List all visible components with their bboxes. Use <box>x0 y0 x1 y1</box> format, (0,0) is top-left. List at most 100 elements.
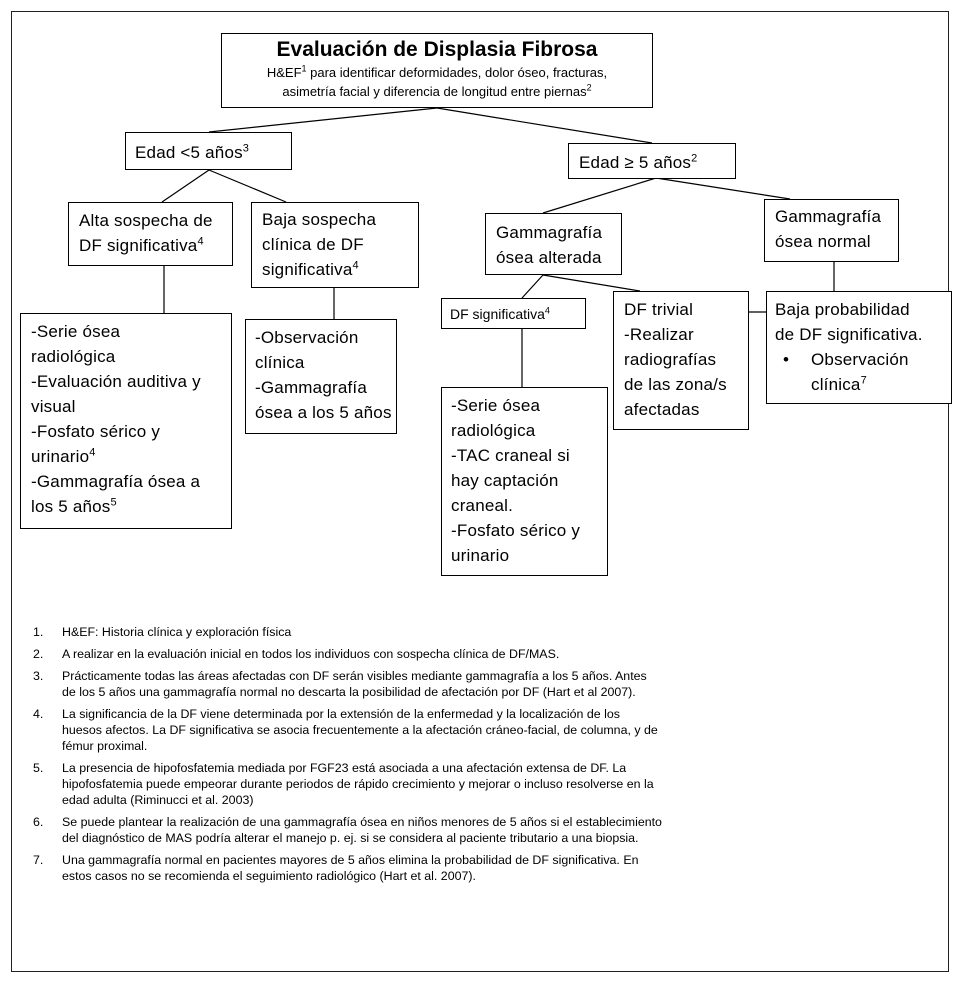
footnote-text: Una gammagrafía normal en pacientes mayo… <box>62 853 639 883</box>
alta-act-line-1: -Serie ósea <box>31 322 121 341</box>
sig-act-line-4: hay captación <box>451 471 559 490</box>
baja-line-3-wrap: significativa4 <box>262 257 418 282</box>
footnote-text: Prácticamente todas las áreas afectadas … <box>62 669 647 699</box>
bajaprob-line-4-wrap: clínica7 <box>775 372 951 397</box>
bajaprob-bullet-row: • Observación <box>775 347 951 372</box>
connector-ge5-to-gamma-alt <box>542 177 657 214</box>
baja-line-2: clínica de DF <box>262 235 364 254</box>
footnote-item: 1. H&EF: Historia clínica y exploración f… <box>33 624 663 640</box>
sig-act-line-2: radiológica <box>451 421 536 440</box>
node-baja-probabilidad: Baja probabilidad de DF significativa. •… <box>766 291 952 404</box>
baja-act-line-2: clínica <box>255 353 305 372</box>
node-alta-actions: -Serie ósea radiológica -Evaluación audi… <box>20 313 232 529</box>
node-alta-sospecha: Alta sospecha de DF significativa4 <box>68 202 233 266</box>
node-gamma-normal: Gammagrafía ósea normal <box>764 199 899 262</box>
alta-act-line-8-wrap: los 5 años5 <box>31 494 231 519</box>
alta-act-line-4: visual <box>31 397 76 416</box>
connector-title-to-ages <box>208 107 438 133</box>
trivial-line-5: afectadas <box>624 400 700 419</box>
alta-act-line-7: -Gammagrafía ósea a <box>31 472 201 491</box>
node-df-significativa: DF significativa4 <box>441 298 586 329</box>
footnote-item: 5. La presencia de hipofosfatemia mediada… <box>33 760 663 808</box>
trivial-line-4: de las zona/s <box>624 375 727 394</box>
subtitle-text-2: para identificar deformidades, dolor óse… <box>306 65 608 80</box>
alta-act-line-5: -Fosfato sérico y <box>31 422 161 441</box>
alta-line-2: DF significativa <box>79 236 198 255</box>
connector-lt5-to-baja <box>208 169 287 203</box>
subtitle-text-3: asimetría facial y diferencia de longitu… <box>282 84 587 99</box>
sig-act-line-5: craneal. <box>451 496 514 515</box>
alta-act-sup-6: 4 <box>89 446 96 459</box>
alta-act-line-8: los 5 años <box>31 497 111 516</box>
node-baja-actions: -Observación clínica -Gammagrafía ósea a… <box>245 319 397 434</box>
sig-act-line-3: -TAC craneal si <box>451 446 570 465</box>
node-baja-sospecha: Baja sospecha clínica de DF significativ… <box>251 202 419 288</box>
footnote-number: 5. <box>33 761 44 775</box>
node-age-ge5: Edad ≥ 5 años2 <box>568 143 736 179</box>
alta-sup: 4 <box>197 235 204 248</box>
baja-sup: 4 <box>352 259 359 272</box>
footnote-text: H&EF: Historia clínica y exploración fís… <box>62 625 292 639</box>
trivial-line-1: DF trivial <box>624 300 694 319</box>
df-sig-label: DF significativa <box>450 306 545 322</box>
connector-gamma-alt-to-sig <box>521 274 544 299</box>
gamma-norm-line-1: Gammagrafía <box>775 207 882 226</box>
sig-act-line-1: -Serie ósea <box>451 396 541 415</box>
alta-act-sup-8: 5 <box>110 496 117 509</box>
sig-act-line-7: urinario <box>451 546 510 565</box>
alta-line-1: Alta sospecha de <box>79 211 213 230</box>
bajaprob-line-2: de DF significativa. <box>775 325 923 344</box>
age-lt5-label: Edad <5 años <box>135 143 243 162</box>
footnotes-list: 1. H&EF: Historia clínica y exploración f… <box>33 624 663 890</box>
gamma-alt-line-1: Gammagrafía <box>496 223 603 242</box>
connector-lt5-to-alta <box>161 169 210 203</box>
footnote-item: 3.Prácticamente todas las áreas afectada… <box>33 668 663 700</box>
subtitle-sup-2: 2 <box>586 82 592 93</box>
baja-act-line-1: -Observación <box>255 328 359 347</box>
connector-ge5-to-gamma-norm <box>655 177 791 200</box>
footnote-number: 1. <box>33 625 44 639</box>
diagram-title: Evaluación de Displasia Fibrosa <box>276 38 598 61</box>
bullet-icon: • <box>783 350 790 369</box>
alta-act-line-6: urinario <box>31 447 90 466</box>
subtitle-text-1: H&EF <box>266 65 302 80</box>
diagram-frame <box>11 11 949 972</box>
connector-gamma-alt-to-trivial <box>542 274 641 292</box>
bajaprob-sup: 7 <box>860 374 867 387</box>
alta-act-line-2: radiológica <box>31 347 116 366</box>
age-ge5-sup: 2 <box>691 152 698 165</box>
subtitle-sup-1: 1 <box>301 63 307 74</box>
node-age-lt5: Edad <5 años3 <box>125 132 292 170</box>
alta-line-2-wrap: DF significativa4 <box>79 233 232 258</box>
footnote-text: Se puede plantear la realización de una … <box>62 815 662 845</box>
footnote-number: 7. <box>33 853 44 867</box>
bajaprob-line-4: clínica <box>811 375 861 394</box>
node-gamma-alterada: Gammagrafía ósea alterada <box>485 213 622 275</box>
bajaprob-line-1: Baja probabilidad <box>775 300 910 319</box>
footnote-text: La significancia de la DF viene determin… <box>62 707 658 753</box>
footnote-number: 2. <box>33 647 44 661</box>
sig-act-line-6: -Fosfato sérico y <box>451 521 581 540</box>
connector-title-to-age-ge5 <box>436 107 653 144</box>
diagram-subtitle: H&EF1 para identificar deformidades, dol… <box>222 63 652 101</box>
df-sig-sup: 4 <box>544 305 550 316</box>
footnote-item: 4. La significancia de la DF viene determ… <box>33 706 663 754</box>
gamma-alt-line-2: ósea alterada <box>496 248 602 267</box>
baja-act-line-3: -Gammagrafía <box>255 378 367 397</box>
node-df-trivial: DF trivial -Realizar radiografías de las… <box>613 291 749 430</box>
footnote-item: 7. Una gammagrafía normal en pacientes ma… <box>33 852 663 884</box>
age-ge5-label: Edad ≥ 5 años <box>579 153 692 172</box>
node-sig-actions: -Serie ósea radiológica -TAC craneal si … <box>441 387 608 576</box>
footnote-number: 4. <box>33 707 44 721</box>
footnote-text: A realizar en la evaluación inicial en t… <box>62 647 560 661</box>
title-box: Evaluación de Displasia Fibrosa H&EF1 pa… <box>221 33 653 108</box>
footnote-number: 6. <box>33 815 44 829</box>
alta-act-line-3: -Evaluación auditiva y <box>31 372 201 391</box>
age-lt5-sup: 3 <box>242 142 250 155</box>
baja-act-line-4: ósea a los 5 años <box>255 403 392 422</box>
gamma-norm-line-2: ósea normal <box>775 232 871 251</box>
trivial-line-2: -Realizar <box>624 325 694 344</box>
baja-line-1: Baja sospecha <box>262 210 377 229</box>
footnote-text: La presencia de hipofosfatemia mediada p… <box>62 761 654 807</box>
